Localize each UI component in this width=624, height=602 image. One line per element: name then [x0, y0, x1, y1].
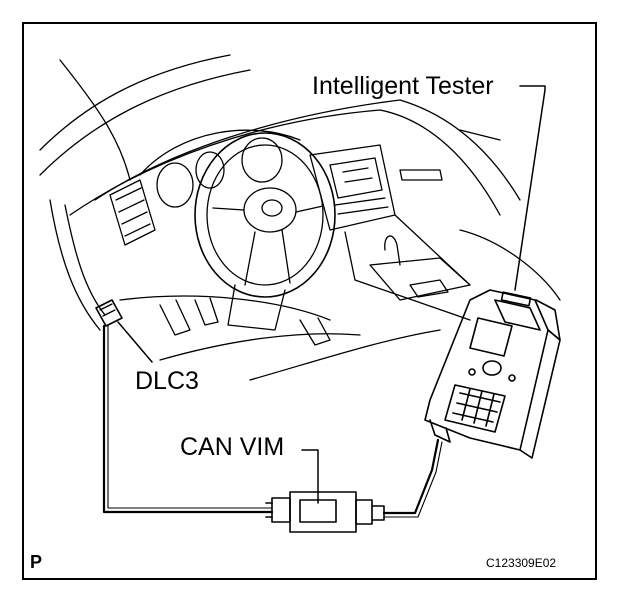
dlc3-label: DLC3 [135, 367, 199, 395]
figure-frame [22, 22, 597, 580]
intelligent-tester-device [424, 289, 561, 459]
dlc3-leader-line [117, 321, 153, 363]
can-vim-leader-line [301, 449, 319, 504]
can-vim-module [265, 491, 385, 533]
dlc3-cable [102, 324, 274, 514]
figure-code: C123309E02 [486, 556, 557, 570]
dashboard-sketch [39, 54, 561, 381]
dlc3-connector [95, 299, 123, 327]
intelligent-tester-label: Intelligent Tester [312, 72, 494, 100]
corner-letter: P [30, 552, 43, 572]
tester-leader-line [514, 85, 546, 291]
can-vim-label: CAN VIM [180, 433, 285, 461]
tester-cable [382, 438, 440, 515]
